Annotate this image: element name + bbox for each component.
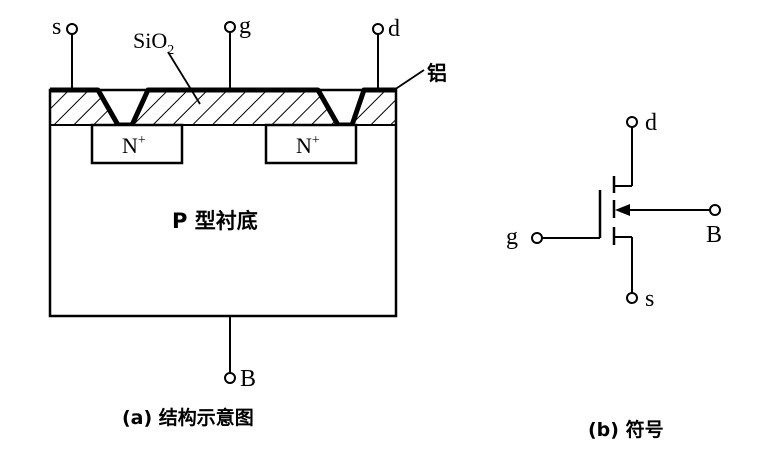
symbol-body-terminal-icon <box>709 204 721 216</box>
symbol-body-label: B <box>706 222 722 248</box>
drain-terminal-icon <box>372 23 384 35</box>
gate-label: g <box>239 13 251 39</box>
body-terminal-icon <box>224 372 236 384</box>
symbol-body-arrow-icon <box>615 204 630 216</box>
source-label: s <box>52 14 61 40</box>
symbol-gate-terminal-icon <box>531 232 543 244</box>
n-plus-source-label: N+ <box>122 133 146 158</box>
symbol-drain-terminal-icon <box>626 116 638 128</box>
gate-metal <box>129 87 341 127</box>
symbol-source-terminal-icon <box>626 292 638 304</box>
drain-label: d <box>388 16 400 42</box>
structure-diagram: N+ N+ s g d B SiO2 铝 P 型衬底 (a) 结构示意图 <box>48 13 447 429</box>
symbol-gate-label: g <box>506 224 518 250</box>
metal-label: 铝 <box>427 61 447 85</box>
n-plus-source-region <box>90 123 184 165</box>
symbol-drain-label: d <box>645 110 657 136</box>
sio2-leader <box>167 51 201 105</box>
caption-b: (b) 符号 <box>588 418 664 441</box>
body-label: B <box>240 366 256 392</box>
gate-terminal-icon <box>224 21 236 33</box>
symbol-diagram: d g s B (b) 符号 <box>506 110 722 441</box>
n-plus-drain-label: N+ <box>296 133 320 158</box>
n-plus-drain-region <box>264 123 358 165</box>
symbol-source-label: s <box>645 286 654 312</box>
metal-leader <box>393 69 425 91</box>
substrate-label: P 型衬底 <box>172 209 258 233</box>
sio2-label: SiO2 <box>133 28 174 58</box>
source-terminal-icon <box>66 23 78 35</box>
caption-a: (a) 结构示意图 <box>122 406 254 429</box>
